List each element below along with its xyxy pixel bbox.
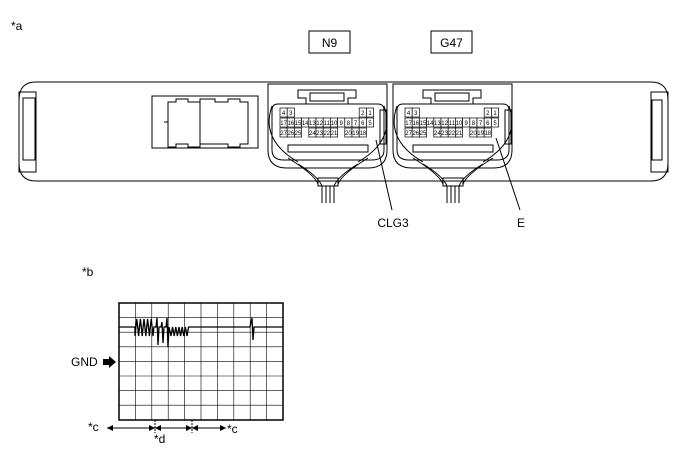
pin-number: 8 — [472, 121, 476, 127]
label-a: *a — [11, 19, 23, 33]
pin-number: 14 — [427, 121, 434, 127]
connector-name-box-g47 — [430, 30, 473, 54]
label-b: *b — [82, 265, 94, 279]
pin-cell — [366, 117, 374, 128]
label-c-left: *c — [88, 420, 99, 434]
pin-number: 25 — [295, 131, 302, 137]
pin-number: 3 — [414, 111, 418, 117]
pin-number: 9 — [465, 121, 469, 127]
pin-number: 12 — [441, 121, 448, 127]
pin-number: 14 — [302, 121, 309, 127]
pin-number: 18 — [359, 131, 366, 137]
gnd-label: GND — [71, 355, 98, 369]
pin-number: 26 — [412, 131, 419, 137]
pin-number: 13 — [309, 121, 316, 127]
pin-number: 6 — [361, 121, 365, 127]
pin-number: 21 — [456, 131, 463, 137]
pin-number: 3 — [289, 111, 293, 117]
pin-cell — [330, 127, 338, 138]
pin-number: 10 — [456, 121, 463, 127]
pin-number: 5 — [368, 121, 372, 127]
pin-number: 19 — [477, 131, 484, 137]
pin-number: 19 — [352, 131, 359, 137]
pin-cell — [419, 127, 427, 138]
pin-number: 9 — [340, 121, 344, 127]
pin-number: 15 — [295, 121, 302, 127]
label-d: *d — [154, 432, 165, 446]
pin-number: 22 — [448, 131, 455, 137]
pin-cell — [411, 107, 420, 118]
pin-number: 2 — [361, 111, 365, 117]
pin-number: 20 — [345, 131, 352, 137]
pin-cell — [455, 127, 463, 138]
pin-number: 1 — [368, 111, 372, 117]
pin-number: 24 — [309, 131, 316, 137]
pin-number: 11 — [324, 121, 331, 127]
pin-number: 10 — [331, 121, 338, 127]
callout-clg3: CLG3 — [377, 216, 409, 230]
pin-number: 20 — [470, 131, 477, 137]
ecu-housing — [18, 81, 669, 182]
time-markers — [107, 420, 226, 433]
callout-e: E — [517, 216, 525, 230]
pin-number: 16 — [412, 121, 419, 127]
pin-number: 17 — [405, 121, 412, 127]
pin-cell — [294, 127, 302, 138]
pin-number: 1 — [493, 111, 497, 117]
pin-number: 7 — [354, 121, 358, 127]
pin-number: 23 — [441, 131, 448, 137]
pin-cell — [358, 127, 367, 138]
callout-line-clg3 — [375, 139, 393, 211]
pin-number: 27 — [280, 131, 287, 137]
pin-cell — [286, 107, 295, 118]
pin-number: 7 — [479, 121, 483, 127]
connector-name-box-n9 — [308, 30, 351, 54]
pin-number: 18 — [484, 131, 491, 137]
pin-number: 21 — [331, 131, 338, 137]
oscilloscope-screen — [118, 302, 284, 421]
pin-number: 17 — [280, 121, 287, 127]
pin-number: 15 — [420, 121, 427, 127]
pin-number: 5 — [493, 121, 497, 127]
pin-number: 4 — [282, 111, 286, 117]
pin-number: 16 — [287, 121, 294, 127]
pin-number: 24 — [434, 131, 441, 137]
pin-number: 12 — [316, 121, 323, 127]
connector-name-n9: N9 — [322, 36, 338, 50]
pin-cell — [483, 127, 492, 138]
scope-grid — [119, 303, 283, 420]
pin-number: 22 — [323, 131, 330, 137]
connector-name-g47: G47 — [440, 36, 463, 50]
label-c-right: *c — [227, 422, 238, 436]
pin-number: 26 — [287, 131, 294, 137]
pin-number: 11 — [449, 121, 456, 127]
callout-line-e — [495, 137, 521, 211]
pin-cell — [366, 107, 374, 118]
pin-number: 23 — [316, 131, 323, 137]
pin-number: 13 — [434, 121, 441, 127]
pin-number: 2 — [486, 111, 490, 117]
pin-cell — [491, 117, 499, 128]
pin-cell — [491, 107, 499, 118]
pin-number: 8 — [347, 121, 351, 127]
pin-number: 4 — [407, 111, 411, 117]
pin-number: 6 — [486, 121, 490, 127]
waveform-trace — [119, 317, 283, 348]
gnd-arrow-icon — [103, 356, 116, 368]
pin-number: 25 — [420, 131, 427, 137]
pin-number: 27 — [405, 131, 412, 137]
aux-connector — [151, 95, 259, 149]
